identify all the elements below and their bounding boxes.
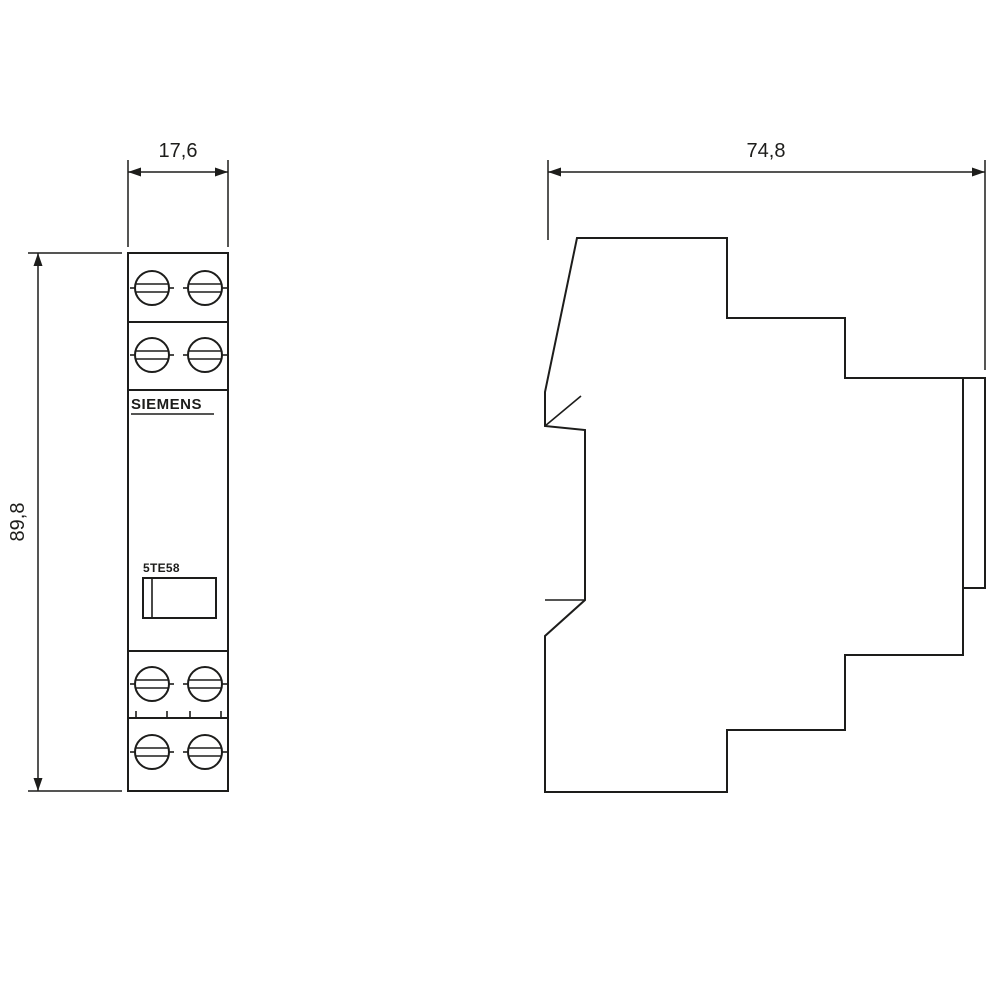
arrowhead-right: [215, 167, 228, 177]
arrowhead-top: [33, 253, 43, 266]
side-profile-outline: [544, 237, 986, 793]
front-height-label: 89,8: [7, 503, 29, 542]
side-device-profile: [544, 237, 986, 793]
arrowhead-left: [128, 167, 141, 177]
front-height-dimension: 89,8: [7, 252, 122, 792]
screw-terminal: [182, 337, 228, 373]
brand-label: SIEMENS: [131, 396, 202, 413]
screw-terminal: [129, 734, 175, 770]
label-window: [142, 577, 217, 619]
front-width-dimension: 17,6: [127, 140, 229, 247]
front-body-outline: [127, 252, 229, 792]
screw-terminal: [182, 270, 228, 306]
arrowhead-left: [548, 167, 561, 177]
front-notch-upper-line: [544, 395, 582, 427]
model-label: 5TE58: [143, 561, 180, 575]
front-width-label: 17,6: [159, 140, 198, 162]
screw-terminal: [129, 270, 175, 306]
screw-terminal: [182, 666, 228, 702]
side-view: 74,8: [544, 140, 986, 793]
screw-terminal: [182, 734, 228, 770]
front-view: 17,6 89,8: [7, 140, 229, 792]
arrowhead-bottom: [33, 778, 43, 791]
arrowhead-right: [972, 167, 985, 177]
side-depth-dimension: 74,8: [547, 140, 986, 370]
screw-terminal: [129, 666, 175, 702]
screw-terminal: [129, 337, 175, 373]
front-device-body: SIEMENS 5TE58: [127, 252, 229, 792]
side-depth-label: 74,8: [747, 140, 786, 162]
